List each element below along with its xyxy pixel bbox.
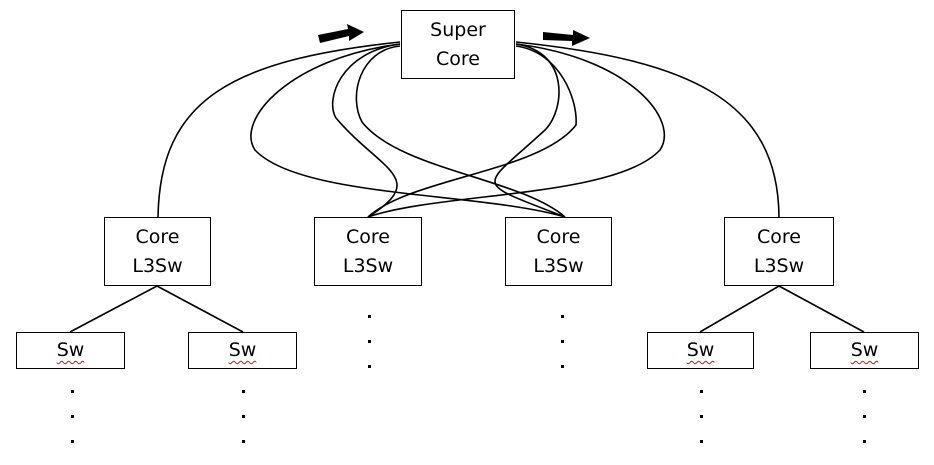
super-core-node: Super Core xyxy=(401,10,515,79)
sw-node-2: Sw xyxy=(188,332,297,369)
sw-label: Sw xyxy=(228,339,257,361)
link-core-4-sw-3 xyxy=(699,285,780,333)
right-arrow-icon xyxy=(318,24,364,43)
link-super-core-inner-left xyxy=(331,43,401,218)
continuation-dots xyxy=(691,390,711,465)
continuation-dots xyxy=(854,390,874,465)
sw-label: Sw xyxy=(850,339,879,361)
continuation-dots xyxy=(359,315,379,390)
link-super-core-3-a xyxy=(250,43,566,218)
link-super-core-2-a xyxy=(367,43,666,218)
sw-node-3: Sw xyxy=(647,332,754,369)
core-label-line1: Core xyxy=(135,225,180,248)
core-label-line1: Core xyxy=(346,225,390,248)
sw-label: Sw xyxy=(56,339,85,361)
link-super-core-inner-right xyxy=(494,43,566,218)
super-core-label-line1: Super xyxy=(430,18,486,41)
continuation-dots xyxy=(233,390,253,465)
core-label-line1: Core xyxy=(536,225,581,248)
link-super-core-1 xyxy=(157,41,401,218)
core-label-line2: L3Sw xyxy=(132,254,183,277)
link-core-1-sw-2 xyxy=(156,285,244,333)
core-l3sw-node-1: Core L3Sw xyxy=(104,217,211,286)
super-core-label-line2: Core xyxy=(436,47,480,70)
right-arrow-icon xyxy=(543,30,590,46)
core-label-line2: L3Sw xyxy=(533,254,584,277)
continuation-dots xyxy=(552,315,572,390)
core-l3sw-node-3: Core L3Sw xyxy=(505,217,612,286)
core-label-line2: L3Sw xyxy=(753,254,805,277)
sw-node-4: Sw xyxy=(810,332,919,369)
continuation-dots xyxy=(62,390,82,465)
link-core-1-sw-1 xyxy=(69,285,158,333)
link-core-4-sw-4 xyxy=(778,285,865,333)
sw-node-1: Sw xyxy=(16,332,125,369)
core-l3sw-node-2: Core L3Sw xyxy=(314,217,422,286)
link-super-core-2-b xyxy=(367,45,577,218)
core-l3sw-node-4: Core L3Sw xyxy=(724,217,834,286)
core-label-line2: L3Sw xyxy=(342,254,394,277)
link-super-core-4 xyxy=(515,41,780,218)
link-super-core-3-b xyxy=(355,45,566,218)
sw-label: Sw xyxy=(686,339,715,361)
core-label-line1: Core xyxy=(757,225,801,248)
